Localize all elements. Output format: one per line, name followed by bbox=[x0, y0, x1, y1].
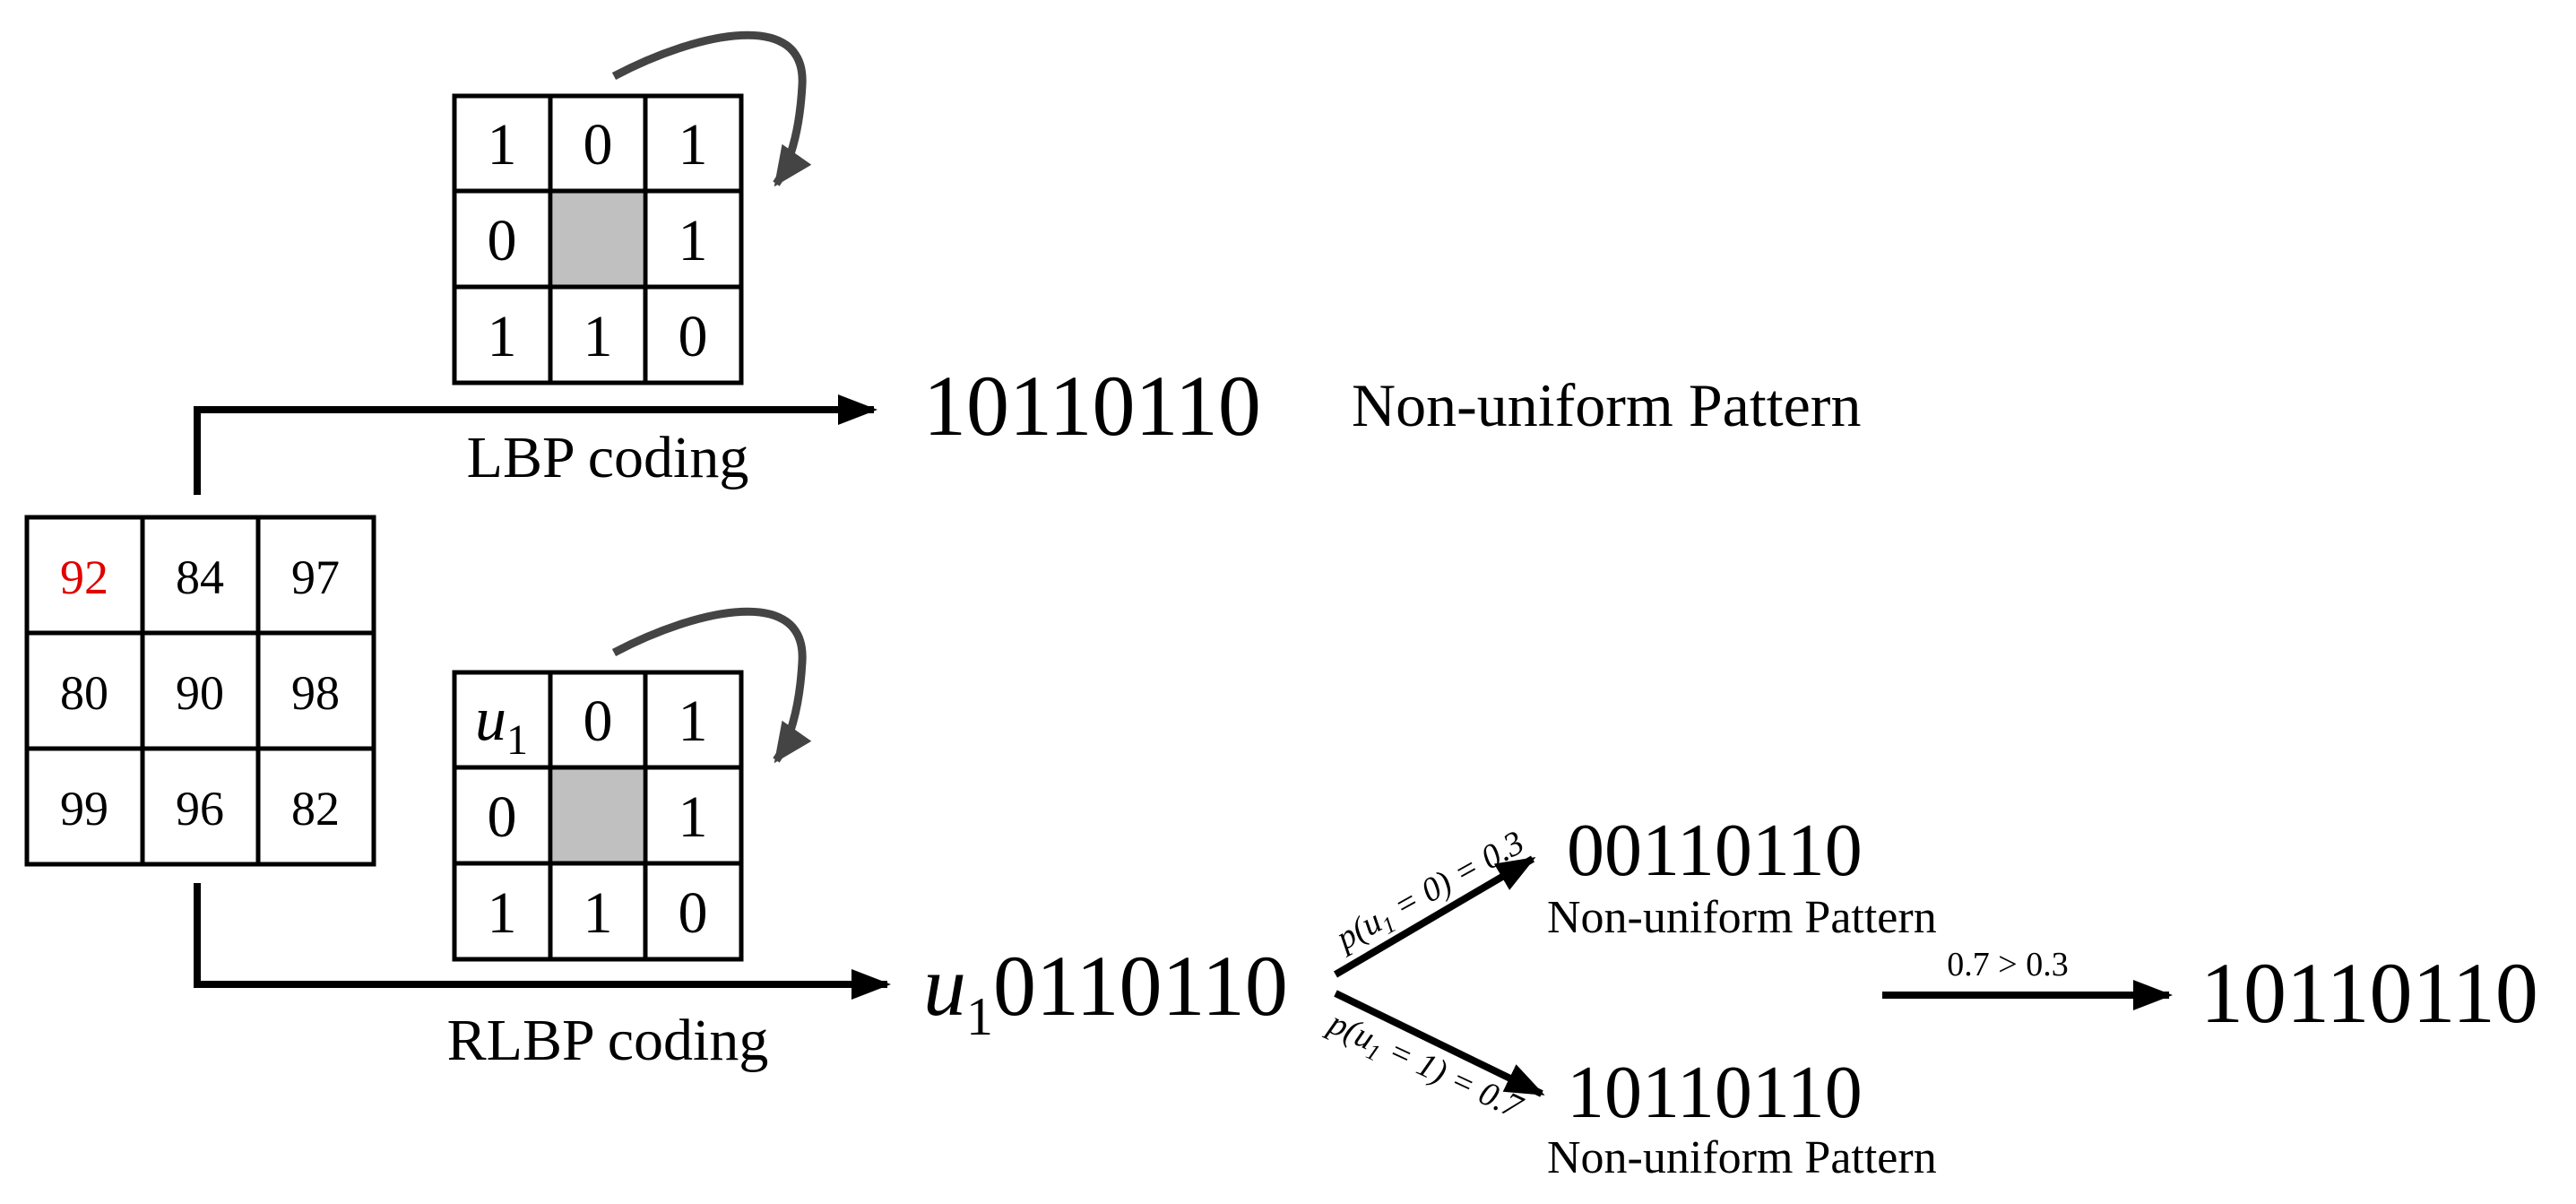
lbp-cell: 0 bbox=[679, 304, 708, 369]
rlbp-cell: 0 bbox=[488, 784, 517, 850]
branch-up-pattern: Non-uniform Pattern bbox=[1547, 892, 1937, 943]
lbp-grid: 1 0 1 0 1 1 1 0 bbox=[452, 93, 744, 385]
input-cell: 84 bbox=[176, 550, 224, 604]
rlbp-cell: 1 bbox=[488, 880, 517, 946]
rlbp-curved-arrow bbox=[611, 607, 812, 764]
branch-down-arrow bbox=[1334, 990, 1545, 1097]
decision-label: 0.7 > 0.3 bbox=[1947, 946, 2068, 983]
rlbp-cell: 0 bbox=[583, 689, 613, 754]
lbp-cell: 0 bbox=[488, 208, 517, 273]
rlbp-cell: 1 bbox=[679, 689, 708, 754]
rlbp-cell: 1 bbox=[583, 880, 613, 946]
rlbp-grid: u1 0 1 0 1 1 1 0 bbox=[452, 670, 744, 962]
branch-down-code: 10110110 bbox=[1567, 1051, 1863, 1134]
lbp-code: 10110110 bbox=[923, 358, 1261, 454]
prob-down-label: p(u1 = 1) = 0.7 bbox=[1318, 1003, 1529, 1131]
input-cell: 90 bbox=[176, 666, 224, 720]
lbp-cell: 1 bbox=[488, 112, 517, 178]
lbp-cell: 1 bbox=[679, 112, 708, 178]
branch-up-arrow bbox=[1333, 855, 1536, 978]
lbp-cell: 1 bbox=[488, 304, 517, 369]
rlbp-cell: 1 bbox=[679, 784, 708, 850]
input-grid: 92 84 97 80 90 98 99 96 82 bbox=[24, 515, 376, 867]
prob-up-label: p(u1 = 0) = 0.3 bbox=[1327, 824, 1532, 963]
input-cell: 82 bbox=[291, 782, 340, 836]
lbp-arrow bbox=[194, 394, 877, 495]
branch-up-code: 00110110 bbox=[1567, 809, 1863, 892]
rlbp-code: u10110110 bbox=[923, 938, 1288, 1046]
lbp-cell: 0 bbox=[583, 112, 613, 178]
input-cell: 92 bbox=[60, 550, 108, 604]
input-cell: 96 bbox=[176, 782, 224, 836]
input-cell: 98 bbox=[291, 666, 340, 720]
rlbp-cell-u1: u1 bbox=[475, 685, 528, 764]
lbp-label: LBP coding bbox=[467, 425, 749, 490]
input-cell: 97 bbox=[291, 550, 340, 604]
lbp-curved-arrow bbox=[611, 30, 812, 187]
input-cell: 80 bbox=[60, 666, 108, 720]
lbp-cell: 1 bbox=[583, 304, 613, 369]
result-code: 10110110 bbox=[2200, 945, 2538, 1041]
rlbp-label: RLBP coding bbox=[447, 1008, 769, 1073]
lbp-cell: 1 bbox=[679, 208, 708, 273]
lbp-pattern: Non-uniform Pattern bbox=[1352, 371, 1861, 439]
branch-down-pattern: Non-uniform Pattern bbox=[1547, 1132, 1937, 1183]
rlbp-arrow bbox=[194, 883, 891, 1000]
rlbp-cell: 0 bbox=[679, 880, 708, 946]
input-cell: 99 bbox=[60, 782, 108, 836]
